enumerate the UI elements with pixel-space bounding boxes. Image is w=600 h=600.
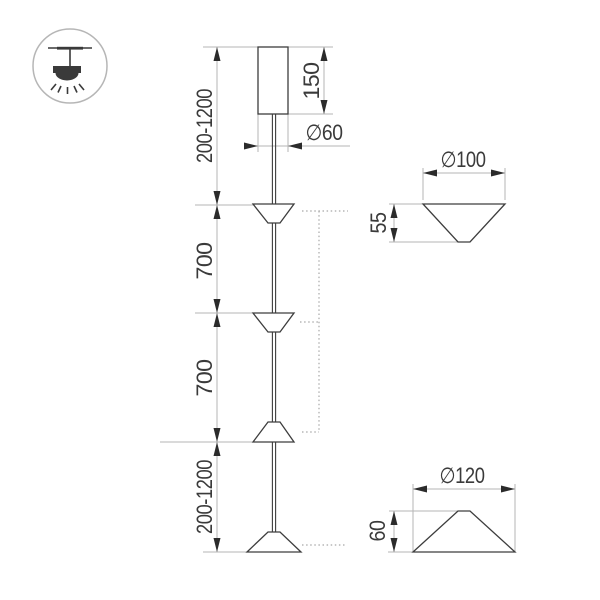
cone-shade-3 bbox=[251, 421, 296, 443]
suspension-rod bbox=[271, 114, 277, 532]
dim-shade-small-height-label: 55 bbox=[366, 212, 391, 233]
dim-shade-large-height-label: 60 bbox=[365, 520, 390, 541]
dim-suspension-bottom-label: 200-1200 bbox=[192, 460, 217, 534]
detail-shade-large bbox=[411, 510, 517, 553]
cone-shade-2 bbox=[251, 312, 296, 333]
dim-canopy-diameter-label: ∅60 bbox=[306, 120, 343, 145]
dim-spacing-lower-label: 700 bbox=[192, 359, 217, 396]
cone-shade-bottom bbox=[245, 531, 303, 553]
ceiling-canopy bbox=[257, 46, 289, 115]
detail-shade-small bbox=[421, 203, 507, 243]
dim-shade-small-diameter-label: ∅100 bbox=[441, 147, 486, 172]
ceiling-pendant-lamp-icon bbox=[32, 28, 108, 104]
dim-shade-large-diameter-label: ∅120 bbox=[440, 463, 485, 488]
dim-spacing-upper-label: 700 bbox=[192, 242, 217, 279]
lamp-front-view bbox=[245, 46, 303, 553]
cone-shade-1 bbox=[251, 203, 296, 224]
dim-canopy-height-label: 150 bbox=[299, 62, 324, 99]
dim-suspension-top-label: 200-1200 bbox=[192, 89, 217, 163]
dimension-arrows bbox=[213, 47, 515, 552]
dotted-reference-lines bbox=[300, 210, 348, 546]
